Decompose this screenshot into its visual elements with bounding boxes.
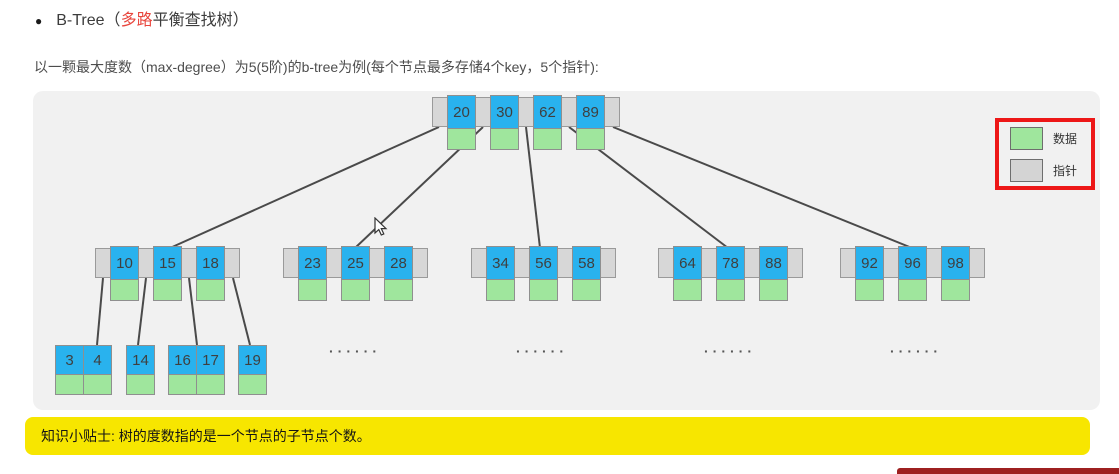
data-cell (898, 279, 927, 301)
data-cell (196, 374, 225, 395)
legend: 数据 指针 (995, 118, 1095, 190)
leaf-data-row (168, 374, 225, 395)
btree-internal-node: 64 78 88 (658, 246, 803, 303)
ellipsis-dots: ······ (516, 343, 568, 359)
data-cell (126, 374, 155, 395)
key-cell: 28 (384, 246, 413, 280)
key-cell: 30 (490, 95, 519, 129)
key-cell: 14 (126, 345, 155, 375)
btree-leaf-node: 14 (126, 345, 155, 395)
data-cell (196, 279, 225, 301)
title-prefix: B-Tree（ (56, 12, 121, 29)
key-cell: 23 (298, 246, 327, 280)
tree-edge (525, 126, 541, 249)
tree-edge (232, 277, 251, 346)
key-cell: 56 (529, 246, 558, 280)
title-text: B-Tree（多路平衡查找树） (56, 9, 248, 33)
btree-internal-node: 92 96 98 (840, 246, 985, 303)
btree-leaf-node: 19 (238, 345, 267, 395)
key-cell: 64 (673, 246, 702, 280)
ellipsis-dots: ······ (329, 343, 381, 359)
bottom-red-bar (897, 468, 1119, 474)
bullet-icon: ● (35, 14, 43, 28)
key-cell: 19 (238, 345, 267, 375)
key-cell: 88 (759, 246, 788, 280)
data-cell (759, 279, 788, 301)
data-cell (486, 279, 515, 301)
data-cell (55, 374, 84, 395)
title-suffix: 平衡查找树） (152, 12, 249, 29)
tree-edge (188, 277, 198, 346)
key-cell: 34 (486, 246, 515, 280)
leaf-data-row (238, 374, 267, 395)
key-cell: 58 (572, 246, 601, 280)
key-cell: 16 (168, 345, 197, 375)
page-title: ● B-Tree（多路平衡查找树） (35, 9, 249, 33)
leaf-key-row: 14 (126, 345, 155, 375)
data-cell (490, 128, 519, 150)
data-cell (168, 374, 197, 395)
key-cell: 20 (447, 95, 476, 129)
data-cell (447, 128, 476, 150)
btree-internal-node: 34 56 58 (471, 246, 616, 303)
key-cell: 62 (533, 95, 562, 129)
key-cell: 10 (110, 246, 139, 280)
data-cell (238, 374, 267, 395)
tree-edge (612, 126, 913, 249)
legend-label-data: 数据 (1053, 131, 1078, 146)
key-cell: 92 (855, 246, 884, 280)
data-cell (110, 279, 139, 301)
ellipsis-dots: ······ (890, 343, 942, 359)
key-cell: 96 (898, 246, 927, 280)
key-cell: 15 (153, 246, 182, 280)
data-cell (572, 279, 601, 301)
key-cell: 3 (55, 345, 84, 375)
subtitle: 以一颗最大度数（max-degree）为5(5阶)的b-tree为例(每个节点最… (34, 59, 599, 75)
mouse-cursor-icon (374, 217, 388, 236)
key-cell: 78 (716, 246, 745, 280)
legend-item-pointer: 指针 (1010, 158, 1091, 182)
legend-item-data: 数据 (1010, 126, 1091, 150)
btree-root-node: 20 30 62 89 (432, 95, 620, 152)
data-cell (341, 279, 370, 301)
leaf-key-row: 19 (238, 345, 267, 375)
data-cell (529, 279, 558, 301)
tree-edge (96, 277, 104, 346)
pointer-swatch (1010, 158, 1043, 182)
tip-bar: 知识小贴士: 树的度数指的是一个节点的子节点个数。 (25, 417, 1090, 455)
data-cell (533, 128, 562, 150)
data-cell (673, 279, 702, 301)
data-cell (153, 279, 182, 301)
data-cell (576, 128, 605, 150)
data-swatch (1010, 126, 1043, 150)
btree-internal-node: 23 25 28 (283, 246, 428, 303)
tree-edge (169, 126, 440, 249)
key-cell: 18 (196, 246, 225, 280)
key-cell: 98 (941, 246, 970, 280)
title-highlight: 多路 (120, 12, 153, 29)
data-cell (941, 279, 970, 301)
btree-internal-node: 10 15 18 (95, 246, 240, 303)
data-cell (83, 374, 112, 395)
key-cell: 4 (83, 345, 112, 375)
leaf-data-row (126, 374, 155, 395)
key-cell: 17 (196, 345, 225, 375)
key-cell: 25 (341, 246, 370, 280)
leaf-data-row (55, 374, 112, 395)
ellipsis-dots: ······ (704, 343, 756, 359)
data-cell (716, 279, 745, 301)
tree-edge (137, 277, 147, 346)
legend-label-pointer: 指针 (1053, 163, 1078, 178)
key-cell: 89 (576, 95, 605, 129)
data-cell (855, 279, 884, 301)
data-cell (298, 279, 327, 301)
data-cell (384, 279, 413, 301)
